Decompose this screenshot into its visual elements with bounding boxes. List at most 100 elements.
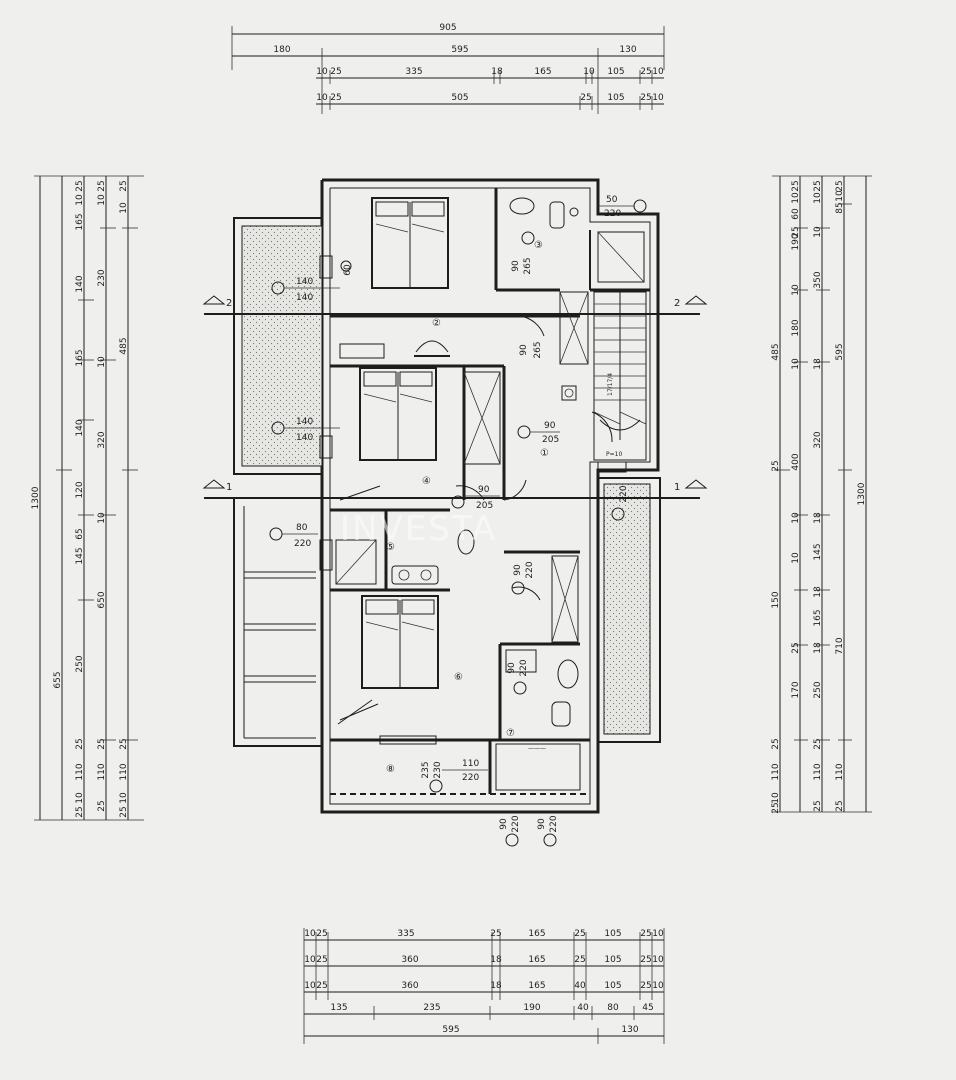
opening-5-h: 220 [294,539,311,549]
bottom-dim-r5-1: 130 [621,1025,638,1035]
bottom-dim-r4-2: 190 [523,1003,540,1013]
top-dim-r4-25: 25 [330,93,341,103]
right-dim-c2-11: 250 [813,681,823,698]
left-dim-c2-2: 230 [97,269,107,286]
left-dim-c2-3: 10 [97,356,107,368]
top-dim-r3-10b: 10 [583,67,595,77]
right-dim-c1-4: 190 [791,233,801,250]
left-dim-c3-2: 485 [119,337,129,354]
right-dim-c1-6: 180 [791,319,801,336]
left-dim-c2-4: 320 [97,431,107,448]
left-dim-c2-9: 25 [97,800,107,811]
top-dim-r3-10: 10 [316,67,328,77]
opening-12-w: 90 [511,260,521,272]
section-lines: 2 2 1 1 [202,295,708,499]
opening-2-h: 140 [296,433,313,443]
opening-13-h: 265 [533,341,543,358]
right-dim-c2-14: 25 [813,800,823,811]
opening-6-h: 220 [604,209,621,219]
right-dim-c1-12: 10 [791,552,801,564]
bottom-opening-1-w: 90 [499,818,509,830]
right-dim-c1-9: 400 [791,453,801,470]
misc-symbols [561,207,579,401]
wardrobe-2 [559,291,589,365]
right-dim-c1-14: 25 [791,642,801,653]
right-dim-c1-3: 25 [791,226,801,237]
left-dim-c2-6: 650 [97,591,107,608]
room-5: ⑤ [386,542,395,553]
opening-10-w: 90 [507,662,517,674]
left-dim-c2-0: 25 [97,180,107,191]
right-dim-c2-12: 25 [813,738,823,749]
opening-7-w: 110 [462,759,479,769]
left-dim-c1-11: 110 [75,763,85,780]
right-dim-c1-5: 10 [791,284,801,296]
top-dimension-chain: 905 180 595 130 10 25 335 18 165 10 105 … [231,23,665,114]
doors [337,315,613,725]
bottom-dim-r3-6: 105 [604,981,621,991]
bottom-opening-1-h: 220 [511,815,521,832]
top-dim-r3-165: 165 [534,67,551,77]
opening-labels: 140 140 140 140 90 205 90 205 80 220 50 … [269,195,647,793]
opening-3-w: 90 [544,421,556,431]
opening-10-h: 220 [519,659,529,676]
right-dim-c1-7: 10 [791,358,801,370]
stair-sub-label: P=10 [606,451,622,458]
terrace-left-lower [233,497,323,747]
right-dim-c1-17: 110 [771,763,781,780]
opening-1-h: 140 [296,293,313,303]
bottom-dim-r1-3: 25 [490,929,501,939]
bottom-dim-r3-8: 10 [652,981,664,991]
top-dim-r4-105: 105 [607,93,624,103]
top-dim-r4-10: 10 [316,93,328,103]
opening-4-w: 90 [478,485,490,495]
bottom-dim-r4-5: 45 [642,1003,653,1013]
right-dim-c1-0: 25 [791,180,801,191]
bottom-dim-r3-1: 25 [316,981,327,991]
right-dim-c2-10: 18 [813,642,823,654]
left-dim-c1-6: 120 [75,481,85,498]
right-dim-c1-19: 25 [771,802,781,813]
bottom-dim-r1-0: 10 [304,929,316,939]
bathroom-fixtures: ——— [335,197,645,791]
bottom-dim-r1-1: 25 [316,929,327,939]
right-dim-c3-6: 25 [835,800,845,811]
right-dim-c2-13: 110 [813,763,823,780]
bottom-dim-r1-5: 25 [574,929,585,939]
left-dim-c1-3: 140 [75,275,85,292]
left-dim-c3-0: 25 [119,180,129,191]
right-dim-c1-11: 10 [791,512,801,524]
right-dim-c2-6: 18 [813,512,823,524]
opening-8-w: 235 [421,761,431,778]
bottom-dim-r2-2: 360 [401,955,418,965]
right-dim-c3-1: 10 [835,190,845,202]
right-dim-c2-7: 145 [813,543,823,560]
left-dim-c2-7: 25 [97,738,107,749]
opening-14-w: 60 [343,264,353,276]
bottom-dim-r2-3: 18 [490,955,502,965]
opening-4-h: 205 [476,501,493,511]
top-dim-r3-335: 335 [405,67,422,77]
bottom-dim-r4-3: 40 [577,1003,589,1013]
opening-1-w: 140 [296,277,313,287]
section-1-right: 1 [674,482,680,493]
room-8: ⑧ [386,764,395,775]
bottom-dim-r3-0: 10 [304,981,316,991]
bottom-opening-2-w: 90 [537,818,547,830]
right-dim-c1-13: 150 [771,591,781,608]
opening-2-w: 140 [296,417,313,427]
left-dim-c1-12: 10 [75,792,85,804]
section-1-left: 1 [226,482,232,493]
bottom-dim-r2-0: 10 [304,955,316,965]
opening-7-h: 220 [462,773,479,783]
top-dim-r4-505: 505 [451,93,468,103]
bottom-dim-r1-8: 10 [652,929,664,939]
left-dim-c3-4: 110 [119,763,129,780]
right-dim-c3-0: 25 [835,180,845,191]
bottom-openings: 90 220 90 220 [499,815,559,847]
right-dim-c2-2: 10 [813,226,823,238]
top-dim-595: 595 [451,45,468,55]
bottom-dim-r1-2: 335 [397,929,414,939]
left-dimension-chain: 1300 655 25 10 165 140 165 140 120 65 14… [31,175,144,821]
